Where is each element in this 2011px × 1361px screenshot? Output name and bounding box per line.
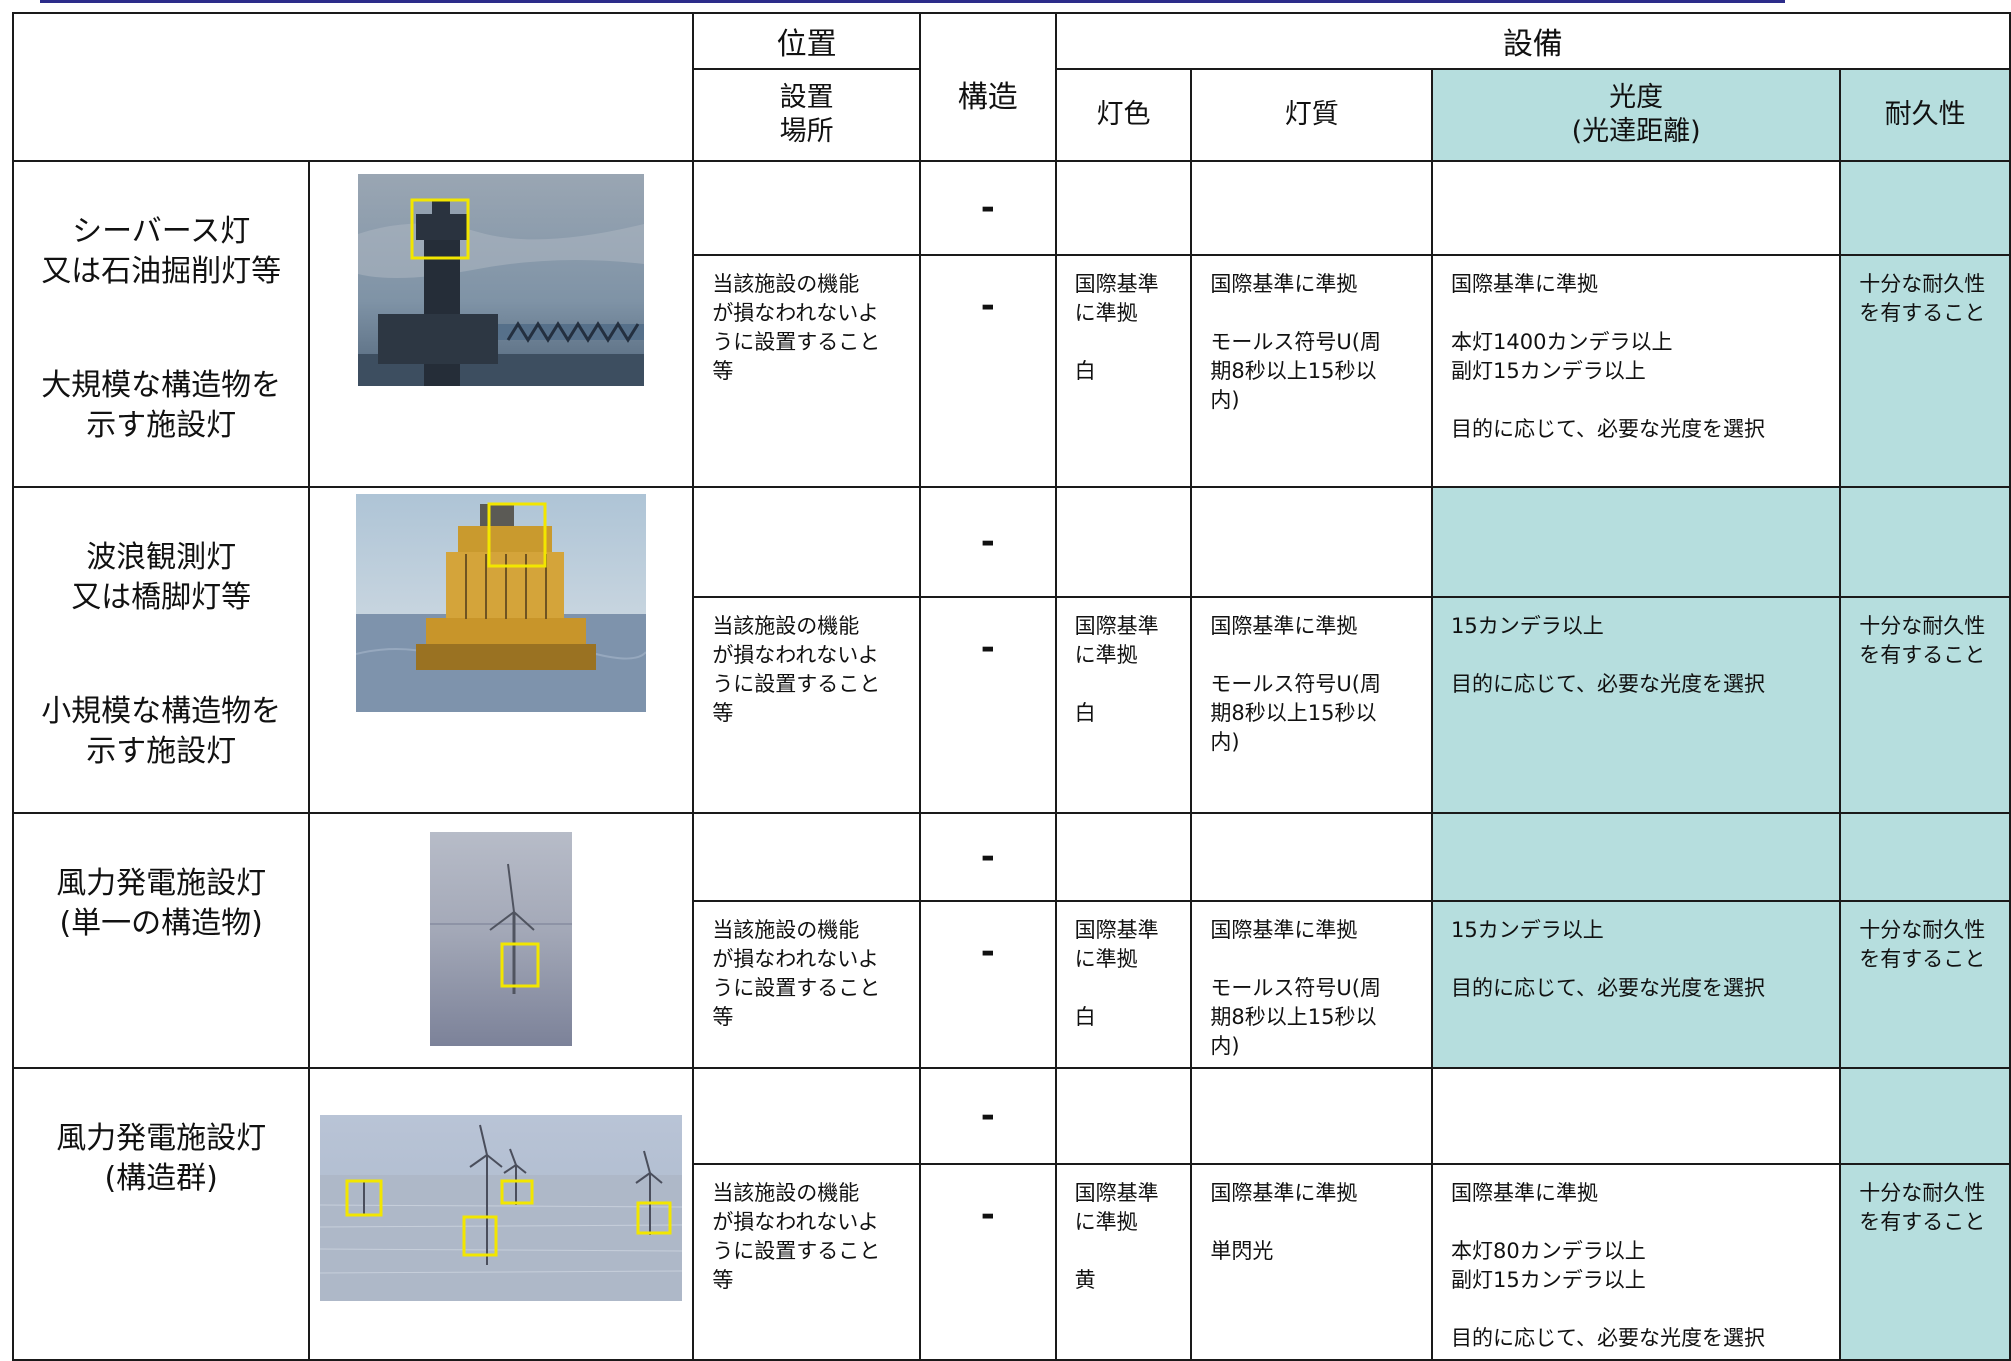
row1-photo-cell bbox=[308, 160, 695, 488]
row2-top-structure: - bbox=[918, 486, 1057, 598]
highlight-box bbox=[410, 198, 470, 260]
row1-location: 当該施設の機能 が損なわれないよ うに設置すること 等 bbox=[692, 254, 921, 488]
row1-name-primary: シーバース灯 又は石油掘削灯等 bbox=[41, 214, 282, 289]
row4-structure: - bbox=[918, 1163, 1057, 1361]
row2-light-color: 国際基準 に準拠 白 bbox=[1054, 595, 1193, 815]
row3-location: 当該施設の機能 が損なわれないよ うに設置すること 等 bbox=[692, 900, 921, 1069]
header-location: 設置 場所 bbox=[692, 68, 921, 162]
row3-top-location bbox=[692, 812, 921, 902]
row1-light-character: 国際基準に準拠 モールス符号U(周 期8秒以上15秒以 内) bbox=[1190, 254, 1434, 488]
row4-photo-cell bbox=[308, 1067, 695, 1361]
row4-luminous-intensity: 国際基準に準拠 本灯80カンデラ以上 副灯15カンデラ以上 目的に応じて、必要な… bbox=[1431, 1163, 1842, 1361]
highlight-box bbox=[487, 502, 547, 568]
row2-name-secondary: 小規模な構造物を 示す施設灯 bbox=[41, 694, 282, 769]
row4-top-color bbox=[1054, 1067, 1193, 1165]
row3-light-character: 国際基準に準拠 モールス符号U(周 期8秒以上15秒以 内) bbox=[1190, 900, 1434, 1069]
highlight-box bbox=[500, 1179, 534, 1205]
highlight-box bbox=[500, 942, 540, 988]
row1-top-intensity bbox=[1431, 159, 1842, 257]
aids-to-navigation-spec-table: 位置 構造 設備 設置 場所 灯色 灯質 光度 (光達距離) 耐久性 シーバース… bbox=[11, 12, 2011, 1361]
row2-photo-cell bbox=[308, 486, 695, 814]
row2-top-location bbox=[692, 486, 921, 598]
row2-structure: - bbox=[918, 595, 1057, 815]
header-structure: 構造 bbox=[918, 12, 1057, 162]
row1-durability: 十分な耐久性 を有すること bbox=[1839, 254, 2011, 488]
row2-location: 当該施設の機能 が損なわれないよ うに設置すること 等 bbox=[692, 595, 921, 815]
row1-top-durability bbox=[1839, 159, 2011, 257]
title-underline bbox=[40, 0, 1785, 3]
row4-top-structure: - bbox=[918, 1067, 1057, 1165]
row3-top-character bbox=[1190, 812, 1434, 902]
row4-durability: 十分な耐久性 を有すること bbox=[1839, 1163, 2011, 1361]
header-blank bbox=[11, 12, 695, 162]
row3-top-structure: - bbox=[918, 812, 1057, 902]
row2-durability: 十分な耐久性 を有すること bbox=[1839, 595, 2011, 815]
row2-light-character: 国際基準に準拠 モールス符号U(周 期8秒以上15秒以 内) bbox=[1190, 595, 1434, 815]
row4-top-intensity bbox=[1431, 1067, 1842, 1165]
header-equipment: 設備 bbox=[1054, 12, 2011, 70]
row4-name-cell: 風力発電施設灯 (構造群) bbox=[11, 1067, 311, 1361]
row2-name-cell: 波浪観測灯 又は橋脚灯等 小規模な構造物を 示す施設灯 bbox=[11, 486, 311, 814]
wave-observation-platform-photo bbox=[356, 494, 647, 712]
header-light-color: 灯色 bbox=[1054, 68, 1193, 162]
row3-name-primary: 風力発電施設灯 (単一の構造物) bbox=[56, 866, 267, 941]
row1-top-location bbox=[692, 159, 921, 257]
row4-top-location bbox=[692, 1067, 921, 1165]
wind-farm-photo bbox=[320, 1115, 683, 1301]
row3-luminous-intensity: 15カンデラ以上 目的に応じて、必要な光度を選択 bbox=[1431, 900, 1842, 1069]
row4-top-character bbox=[1190, 1067, 1434, 1165]
row1-top-character bbox=[1190, 159, 1434, 257]
row3-top-color bbox=[1054, 812, 1193, 902]
header-luminous-intensity: 光度 (光達距離) bbox=[1431, 68, 1842, 162]
row1-top-color bbox=[1054, 159, 1193, 257]
row4-light-character: 国際基準に準拠 単閃光 bbox=[1190, 1163, 1434, 1361]
header-light-character: 灯質 bbox=[1190, 68, 1434, 162]
row2-luminous-intensity: 15カンデラ以上 目的に応じて、必要な光度を選択 bbox=[1431, 595, 1842, 815]
row3-light-color: 国際基準 に準拠 白 bbox=[1054, 900, 1193, 1069]
row1-name-secondary: 大規模な構造物を 示す施設灯 bbox=[41, 368, 282, 443]
row2-name-primary: 波浪観測灯 又は橋脚灯等 bbox=[71, 540, 252, 615]
header-durability: 耐久性 bbox=[1839, 68, 2011, 162]
row3-durability: 十分な耐久性 を有すること bbox=[1839, 900, 2011, 1069]
row3-top-durability bbox=[1839, 812, 2011, 902]
row4-name-primary: 風力発電施設灯 (構造群) bbox=[56, 1121, 267, 1196]
row1-structure: - bbox=[918, 254, 1057, 488]
row2-top-color bbox=[1054, 486, 1193, 598]
row1-light-color: 国際基準 に準拠 白 bbox=[1054, 254, 1193, 488]
row3-structure: - bbox=[918, 900, 1057, 1069]
row1-top-structure: - bbox=[918, 159, 1057, 257]
row3-top-intensity bbox=[1431, 812, 1842, 902]
row4-location: 当該施設の機能 が損なわれないよ うに設置すること 等 bbox=[692, 1163, 921, 1361]
row3-photo-cell bbox=[308, 812, 695, 1069]
row1-name-cell: シーバース灯 又は石油掘削灯等 大規模な構造物を 示す施設灯 bbox=[11, 160, 311, 488]
row4-light-color: 国際基準 に準拠 黄 bbox=[1054, 1163, 1193, 1361]
row2-top-character bbox=[1190, 486, 1434, 598]
row4-top-durability bbox=[1839, 1067, 2011, 1165]
header-position: 位置 bbox=[692, 12, 921, 70]
row2-top-intensity bbox=[1431, 486, 1842, 598]
row3-name-cell: 風力発電施設灯 (単一の構造物) bbox=[11, 812, 311, 1069]
row2-top-durability bbox=[1839, 486, 2011, 598]
oil-platform-photo bbox=[358, 174, 645, 386]
row1-luminous-intensity: 国際基準に準拠 本灯1400カンデラ以上 副灯15カンデラ以上 目的に応じて、必… bbox=[1431, 254, 1842, 488]
single-wind-turbine-photo bbox=[430, 832, 573, 1046]
